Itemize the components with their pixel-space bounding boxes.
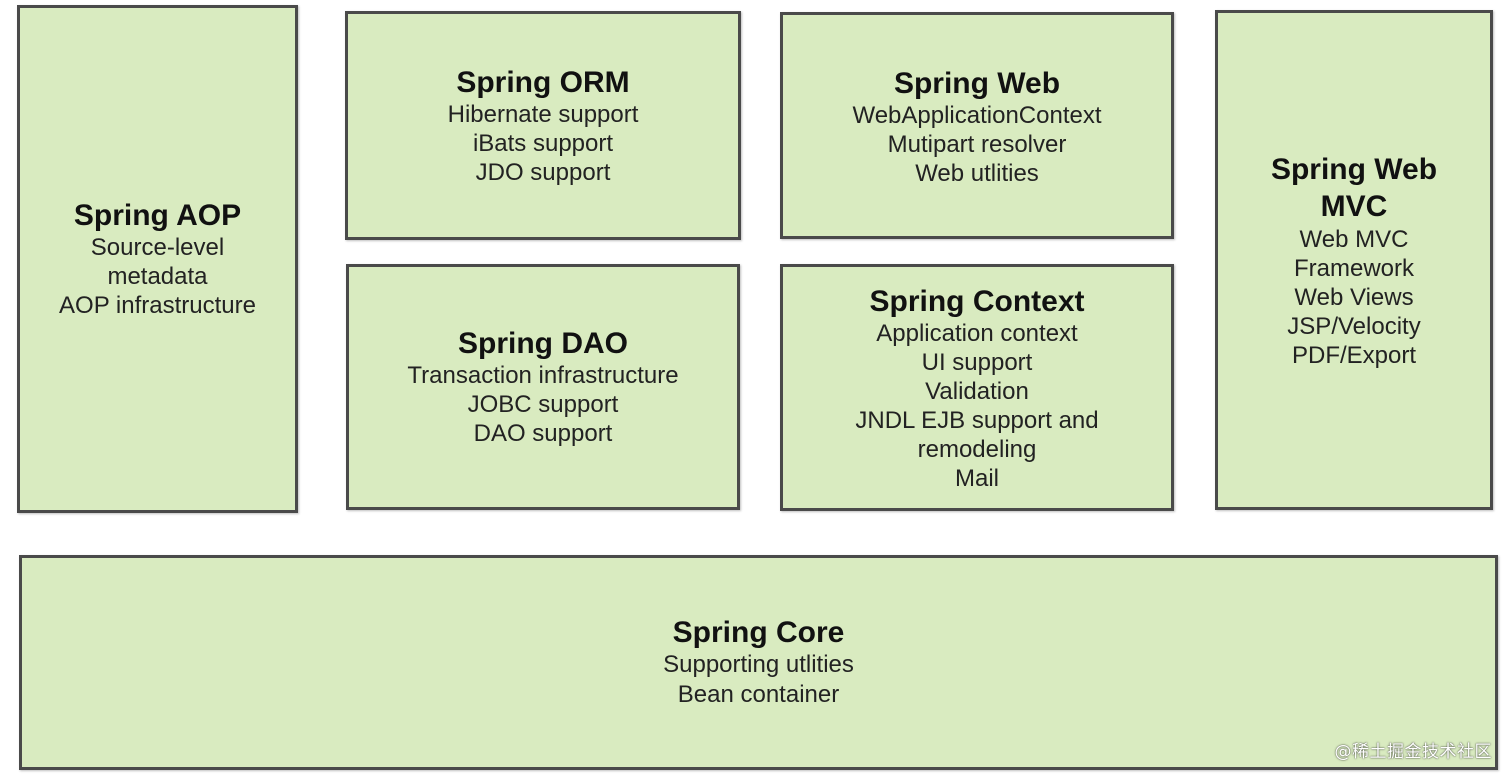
watermark-text: @稀土掘金技术社区 (1334, 742, 1492, 762)
module-box-spring-web-mvc: Spring Web MVC Web MVC Framework Web Vie… (1215, 10, 1493, 510)
module-title: Spring ORM (456, 66, 630, 99)
module-box-spring-orm: Spring ORM Hibernate support iBats suppo… (345, 11, 741, 240)
feature-line: UI support (921, 349, 1033, 376)
feature-line: JSP/Velocity (1287, 312, 1421, 340)
feature-line: remodeling (917, 436, 1037, 463)
module-features: Source-level metadata AOP infrastructure (59, 233, 256, 320)
feature-line: JDO support (475, 159, 611, 186)
feature-line: iBats support (472, 130, 614, 157)
feature-line: Web utlities (915, 160, 1039, 187)
feature-line: Application context (876, 320, 1078, 347)
module-box-spring-context: Spring Context Application context UI su… (780, 264, 1174, 511)
feature-line: Framework (1293, 254, 1414, 282)
feature-line: Mutipart resolver (887, 131, 1067, 158)
feature-line: metadata (107, 262, 208, 290)
module-title: Spring Core (672, 615, 845, 649)
module-features: Application context UI support Validatio… (855, 319, 1098, 493)
module-features: Supporting utlities Bean container (663, 650, 854, 710)
module-title: Spring Context (869, 285, 1085, 318)
module-features: WebApplicationContext Mutipart resolver … (852, 101, 1101, 188)
module-features: Web MVC Framework Web Views JSP/Velocity… (1287, 225, 1420, 370)
feature-line: Supporting utlities (663, 650, 854, 678)
feature-line: JNDL EJB support and (855, 407, 1099, 434)
feature-line: Hibernate support (447, 101, 639, 128)
feature-line: WebApplicationContext (852, 102, 1102, 129)
module-box-spring-aop: Spring AOP Source-level metadata AOP inf… (17, 5, 298, 513)
feature-line: DAO support (473, 419, 613, 447)
feature-line: Web Views (1294, 283, 1414, 311)
feature-line: Web MVC (1299, 225, 1409, 253)
module-title: Spring DAO (458, 326, 628, 360)
module-title-line: MVC (1320, 189, 1388, 223)
feature-line: AOP infrastructure (59, 291, 256, 319)
module-box-spring-web: Spring Web WebApplicationContext Mutipar… (780, 12, 1174, 239)
feature-line: Mail (954, 465, 999, 492)
module-title: Spring Web (893, 67, 1061, 100)
feature-line: PDF/Export (1291, 341, 1417, 369)
feature-line: Source-level (90, 233, 225, 261)
feature-line: Transaction infrastructure (407, 361, 679, 389)
module-title-line: Spring Web (1270, 152, 1438, 186)
module-features: Transaction infrastructure JOBC support … (407, 361, 678, 448)
feature-line: JOBC support (467, 390, 619, 418)
module-box-spring-dao: Spring DAO Transaction infrastructure JO… (346, 264, 740, 510)
feature-line: Bean container (677, 680, 840, 708)
module-box-spring-core: Spring Core Supporting utlities Bean con… (19, 555, 1498, 770)
module-title: Spring AOP (73, 198, 242, 232)
module-features: Hibernate support iBats support JDO supp… (448, 100, 639, 187)
feature-line: Validation (925, 378, 1029, 405)
